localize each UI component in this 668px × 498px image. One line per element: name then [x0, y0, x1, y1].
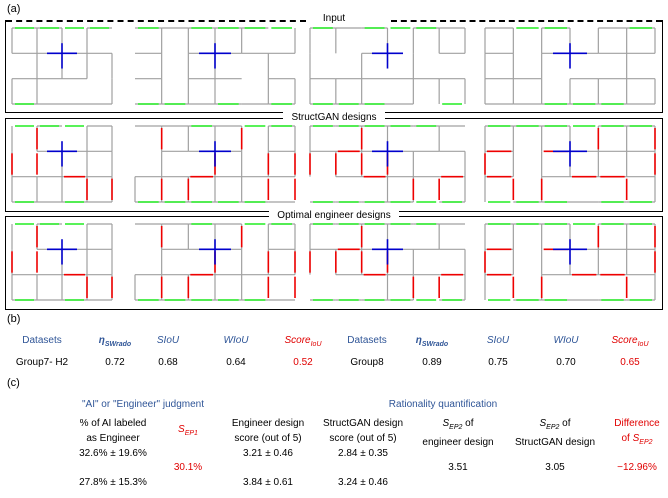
cell-wiou-2: 0.70	[556, 357, 576, 368]
row-title-structgan: StructGAN designs	[283, 112, 385, 123]
row-title-engineer: Optimal engineer designs	[269, 210, 399, 221]
floor-plan-drawings	[11, 27, 656, 301]
group-judgment: "AI" or "Engineer" judgment	[81, 399, 205, 410]
header-siou: SIoU	[156, 335, 180, 346]
panel-engineer: Optimal engineer designs	[5, 210, 663, 310]
header-datasets: Datasets	[22, 335, 62, 346]
cell-siou: 0.68	[158, 357, 178, 368]
cell-eta-2: 0.89	[422, 357, 442, 368]
cell-siou-2: 0.75	[488, 357, 508, 368]
divider	[391, 20, 662, 22]
header-sep1: SEP1	[178, 424, 198, 437]
header-score-2: ScoreIoU	[611, 335, 649, 348]
cell-dataset-2: Group8	[350, 357, 384, 368]
cell-gan-2: 3.24 ± 0.46	[338, 477, 388, 488]
cell-dataset: Group7- H2	[15, 357, 69, 368]
cell-eta: 0.72	[105, 357, 125, 368]
cell-score: 0.52	[293, 357, 313, 368]
cell-sep1: 30.1%	[173, 462, 203, 473]
cell-gan-1: 2.84 ± 0.35	[338, 448, 388, 459]
cell-wiou: 0.64	[226, 357, 246, 368]
header-wiou: WIoU	[223, 335, 249, 346]
header-eta: ηSWrado	[98, 335, 132, 348]
cell-score-2: 0.65	[620, 357, 640, 368]
cell-sep2-gan: 3.05	[545, 462, 565, 473]
cell-difference: −12.96%	[617, 462, 657, 473]
cell-eng-2: 3.84 ± 0.61	[243, 477, 293, 488]
row-title-input: Input	[314, 13, 354, 24]
header-eta-2: ηSWrado	[415, 335, 449, 348]
header-datasets-2: Datasets	[347, 335, 387, 346]
panel-b-label: (b)	[7, 313, 21, 325]
cell-pct-1: 32.6% ± 19.6%	[79, 448, 147, 459]
divider	[6, 20, 306, 22]
header-siou-2: SIoU	[486, 335, 510, 346]
panel-c-label: (c)	[7, 377, 20, 389]
cell-pct-2: 27.8% ± 15.3%	[79, 477, 147, 488]
group-rationality: Rationality quantification	[388, 399, 498, 410]
header-wiou-2: WIoU	[553, 335, 579, 346]
cell-sep2-eng: 3.51	[448, 462, 468, 473]
panel-a-label: (a)	[7, 3, 21, 15]
header-score: ScoreIoU	[284, 335, 322, 348]
cell-eng-1: 3.21 ± 0.46	[243, 448, 293, 459]
